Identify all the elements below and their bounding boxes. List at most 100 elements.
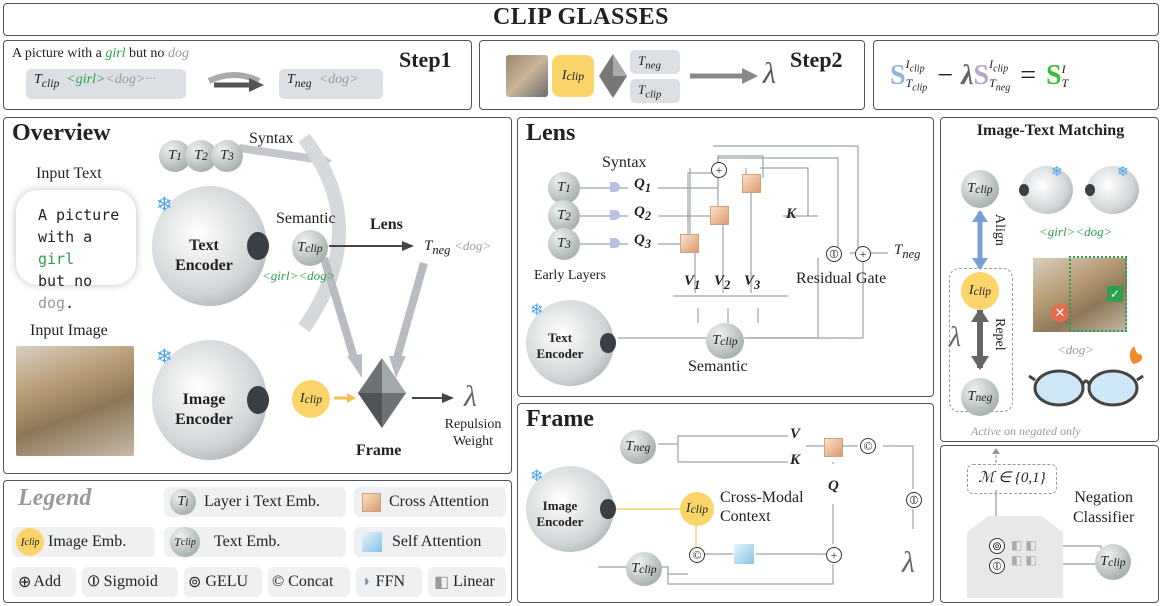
matching-girl-dog-tag: <girl><dog> [1039, 224, 1113, 239]
overview-tclip-tags: <girl><dog> [262, 268, 336, 283]
lens-sigmoid-gate: ⦶ [826, 246, 842, 262]
classifier-sigmoid: ⦶ [989, 558, 1005, 574]
lens-tneg-token: Tneg [894, 242, 921, 261]
legend-ffn: ◗FFN [356, 567, 422, 597]
lens-title: Lens [526, 120, 576, 146]
legend-gelu: ⊚GELU [184, 567, 262, 597]
input-text-label: Input Text [36, 165, 102, 182]
overview-image-encoder-frozen-icon: ❄ [156, 346, 173, 368]
overview-text-encoder [152, 186, 269, 306]
matching-title: Image-Text Matching [976, 122, 1125, 139]
step2-label: Step2 [790, 47, 843, 72]
legend-cross-attention: Cross Attention [354, 487, 506, 517]
overview-frame-label: Frame [356, 442, 402, 459]
step2-tneg-token: Tneg [630, 50, 680, 74]
matching-glasses-icon [1028, 346, 1144, 407]
lens-q2: Q2 [634, 204, 652, 223]
matching-lambda: λ [949, 322, 962, 353]
matching-active-note: Active on negated only [971, 424, 1081, 438]
matching-repel-label: Repel [992, 318, 1007, 351]
matching-eye-right-frozen-icon: ❄ [1117, 165, 1129, 180]
classifier-linear-icons: ◧ ◧◧ ◧ [1011, 538, 1037, 567]
lens-cross-attn-2 [710, 206, 729, 225]
page-title: CLIP GLASSES [492, 4, 670, 30]
frame-k: K [790, 452, 801, 468]
step2-tclip-token: Tclip [630, 79, 680, 103]
lens-cross-attn-1 [742, 174, 761, 193]
lens-q1: Q1 [634, 176, 652, 195]
lens-v1: V1 [684, 273, 701, 292]
step2-photo [506, 55, 548, 97]
frame-concat-bottom: © [689, 547, 705, 563]
lens-ffn1-icon [610, 182, 620, 192]
step1-panel: A picture with a girl but no dog Tclip <… [3, 40, 472, 110]
overview-lens-label: Lens [370, 216, 403, 233]
title-banner [3, 3, 1159, 36]
legend-linear: ◧Linear [428, 567, 506, 597]
matching-align-label: Align [992, 214, 1007, 246]
legend-add: ⊕Add [12, 567, 76, 597]
classifier-mask-box: ℳ ∈ {0,1} [967, 464, 1057, 494]
matching-dog-tag: <dog> [1057, 342, 1095, 357]
frame-sigmoid: ⦶ [906, 492, 922, 508]
input-text-line3: but no dog. [38, 272, 93, 312]
lens-cross-attn-3 [680, 234, 699, 253]
frame-self-attn [734, 544, 754, 564]
classifier-head-shape [967, 516, 1063, 598]
lens-v3: V3 [744, 273, 761, 292]
lens-ffn2-icon [610, 210, 620, 220]
lens-syntax-label: Syntax [602, 154, 647, 171]
lens-q3: Q3 [634, 232, 652, 251]
frame-lambda: λ [902, 546, 915, 579]
legend-sigmoid: ⦶Sigmoid [82, 567, 178, 597]
lens-semantic-label: Semantic [688, 358, 748, 375]
matching-eye-left [1019, 166, 1073, 214]
input-text-line2: with a girl [38, 228, 93, 268]
frame-title: Frame [526, 406, 594, 432]
frame-image-encoder-frozen-icon: ❄ [530, 468, 544, 485]
matching-eye-left-frozen-icon: ❄ [1051, 165, 1063, 180]
overview-image-encoder [152, 340, 269, 460]
frame-add: + [826, 547, 842, 563]
input-image-label: Input Image [30, 322, 108, 339]
frame-q: Q [828, 478, 839, 494]
step2-diamond-icon [599, 54, 758, 98]
lens-residual-gate-label: Residual Gate [796, 270, 887, 287]
formula-panel: S Iclip Tclip − λ S Iclip Tneg = S I T [873, 40, 1159, 110]
legend-title: Legend [18, 485, 92, 511]
overview-tneg-token: Tneg <dog> [424, 238, 492, 257]
legend-self-attention: Self Attention [354, 527, 506, 557]
matching-photo-match-box [1069, 256, 1127, 332]
matching-arrows [971, 210, 989, 370]
overview-lambda: λ [464, 380, 477, 413]
step2-lambda: λ [763, 57, 776, 90]
matching-check-icon: ✓ [1107, 286, 1123, 302]
lens-text-encoder [526, 300, 616, 386]
step1-tclip-token: Tclip <girl><dog>··· [26, 69, 186, 99]
lens-text-encoder-frozen-icon: ❄ [530, 302, 544, 319]
overview-title: Overview [12, 120, 111, 146]
lens-v2: V2 [714, 273, 731, 292]
